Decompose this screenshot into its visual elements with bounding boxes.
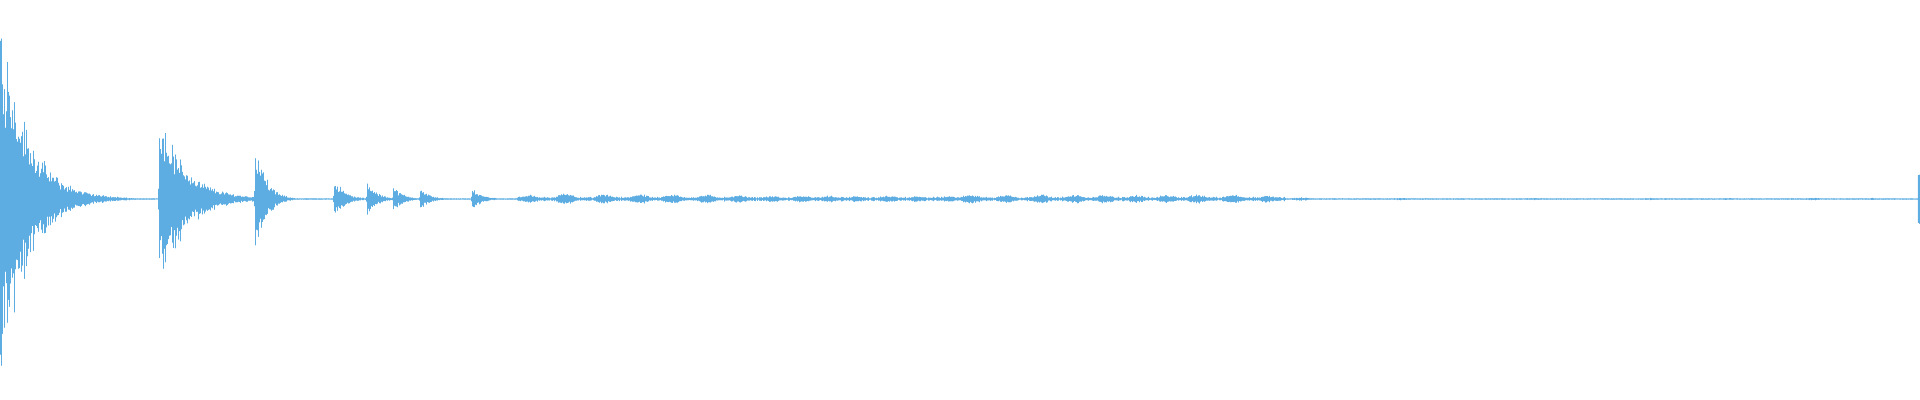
waveform-path [0, 38, 1920, 366]
waveform-samples [0, 38, 1920, 366]
